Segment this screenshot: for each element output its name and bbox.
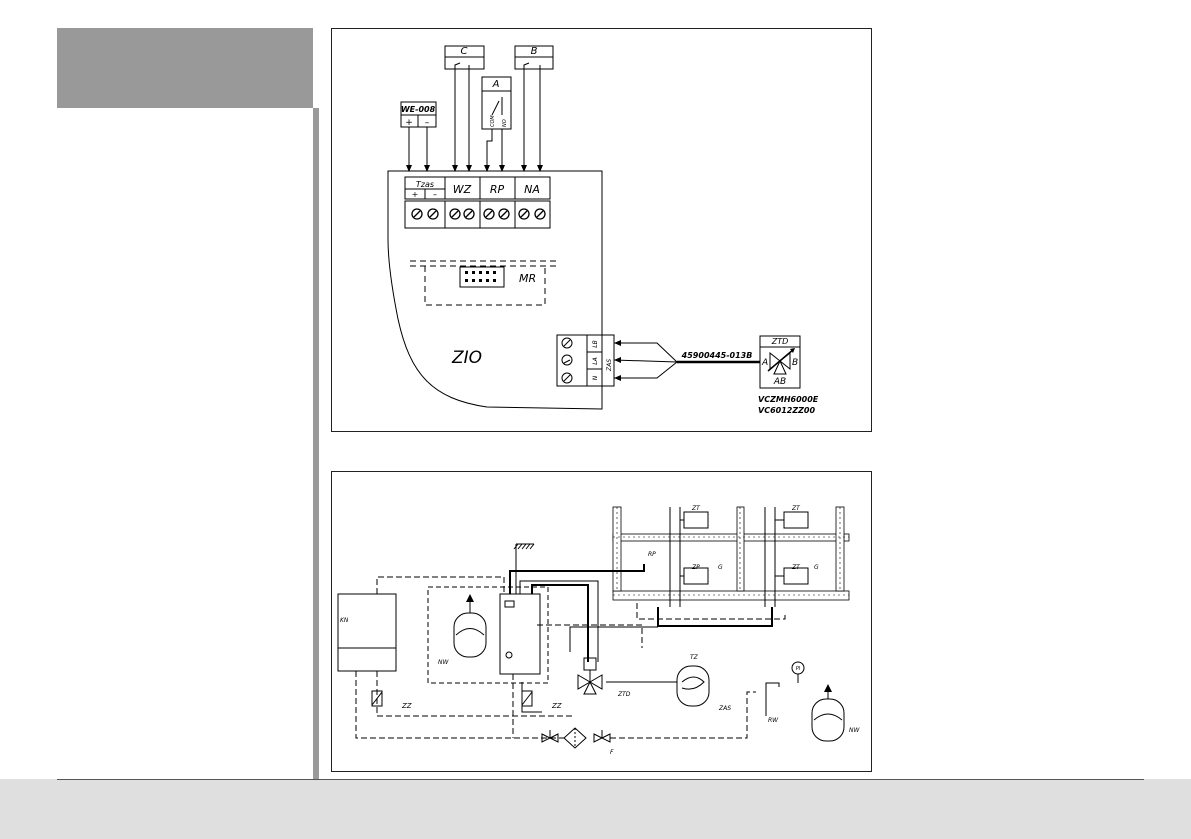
three-way-valve <box>577 657 603 695</box>
wiring-diagram: C B A COM NO WE-008 + – Tzas + – WZ RP N… <box>387 45 819 415</box>
control-module <box>499 593 541 675</box>
label-rp: RP <box>648 551 656 558</box>
terminal-tzas-plus: + <box>412 190 419 199</box>
pipes-thin <box>519 580 780 716</box>
terminal-tzas-label: Tzas <box>416 180 434 189</box>
ground-symbol <box>513 543 535 594</box>
label-g-left: G <box>718 564 723 571</box>
label-zt-mid-right: ZT <box>791 564 801 571</box>
footer-band <box>0 779 1191 839</box>
module-mr-outline <box>410 260 556 306</box>
footer-rule <box>57 779 1144 780</box>
zas-pin-lb: LB <box>592 340 599 347</box>
valve-port-a: A <box>761 358 768 368</box>
device-a-com-label: COM <box>490 115 496 127</box>
terminal-na-label: NA <box>524 183 540 196</box>
valve-ztd-label: ZTD <box>771 337 789 346</box>
valve-model-1: VCZMH6000E <box>758 395 819 404</box>
device-a-box <box>481 76 512 130</box>
label-nw-right: NW <box>849 727 860 734</box>
label-zas: ZAS <box>718 705 731 712</box>
expansion-vessel-right <box>811 690 845 742</box>
cable-code-label: 45900445-013B <box>681 351 753 360</box>
board-zio-label: ZIO <box>451 348 482 368</box>
pipes-solid <box>509 564 773 662</box>
label-zz-left: ZZ <box>401 702 412 710</box>
wire-arrows <box>406 165 543 172</box>
wiring-diagram-panel: C B A COM NO WE-008 + – Tzas + – WZ RP N… <box>331 28 872 432</box>
device-c-label: C <box>461 46 468 57</box>
label-kn: KN <box>340 617 349 624</box>
valve-ztd <box>759 335 801 389</box>
zas-label: ZAS <box>606 359 613 372</box>
sensor-plus: + <box>405 118 413 128</box>
valve-port-ab: AB <box>773 377 786 387</box>
zas-pin-n: N <box>592 375 599 380</box>
device-a-no-label: NO <box>502 119 508 127</box>
terminal-wz-label: WZ <box>453 183 472 196</box>
valve-model-2: VC6012ZZ00 <box>758 406 815 415</box>
label-tz: TZ <box>690 654 699 661</box>
side-header-block <box>57 28 313 108</box>
label-g-right: G <box>814 564 819 571</box>
pipes-dashed <box>355 576 786 739</box>
board-outline <box>387 170 603 410</box>
label-rw: RW <box>768 717 779 724</box>
boiler-kn <box>337 593 397 672</box>
terminal-rp-label: RP <box>490 183 505 196</box>
label-zt-top-right: ZT <box>791 505 801 512</box>
valve-port-b: B <box>792 358 798 368</box>
module-mr-label: MR <box>519 272 536 285</box>
label-pi: PI <box>796 666 801 672</box>
radiators <box>669 507 809 607</box>
label-zt-top-left: ZT <box>691 505 701 512</box>
pressure-gauge <box>791 661 805 683</box>
terminal-screws <box>411 208 546 220</box>
storage-tank <box>676 665 710 707</box>
sensor-label: WE-008 <box>401 105 436 114</box>
label-f: F <box>610 749 614 756</box>
label-zz-right: ZZ <box>551 702 562 710</box>
device-a-label: A <box>492 79 500 90</box>
filter-assembly <box>541 727 611 749</box>
side-vertical-bar <box>313 108 319 780</box>
installation-diagram-panel: KN NW ZZ ZZ ZTD TZ ZAS RP ZP ZT ZT ZT G … <box>331 471 872 772</box>
module-group-outline <box>427 586 549 684</box>
terminal-tzas-minus: – <box>433 190 437 199</box>
label-ztd: ZTD <box>617 691 631 698</box>
label-nw-left: NW <box>438 659 449 666</box>
check-valves <box>371 690 533 707</box>
installation-diagram: KN NW ZZ ZZ ZTD TZ ZAS RP ZP ZT ZT ZT G … <box>337 505 860 756</box>
cable <box>613 342 760 379</box>
expansion-vessel-left <box>453 600 487 658</box>
label-zp: ZP <box>691 564 700 571</box>
zas-pin-la: LA <box>592 357 599 364</box>
device-b-label: B <box>531 46 538 57</box>
sensor-minus: – <box>425 118 430 128</box>
